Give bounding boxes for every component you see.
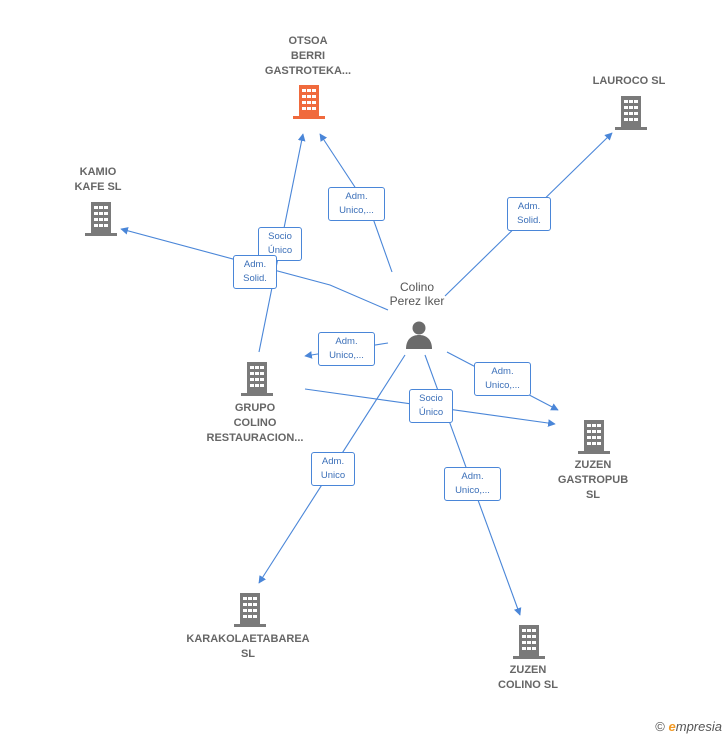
building-icon[interactable] (615, 96, 647, 130)
building-icon[interactable] (234, 593, 266, 627)
company-label-grupo-colino[interactable]: GRUPO COLINO RESTAURACION... (206, 402, 304, 444)
person-icon[interactable] (404, 319, 434, 349)
edge-label-adm-solid[interactable]: Adm. Solid. (233, 255, 277, 289)
empresia-logo-initial: e (668, 719, 676, 734)
edge-person-kamio (120, 227, 389, 311)
building-icon[interactable] (513, 625, 545, 659)
copyright-symbol: © (655, 719, 665, 734)
building-icon[interactable] (241, 362, 273, 396)
building-icon[interactable] (578, 420, 610, 454)
company-label-zuzen-gastropub[interactable]: ZUZEN GASTROPUB SL (557, 459, 629, 501)
edge-label-adm-unico[interactable]: Adm. Unico,... (444, 467, 501, 501)
building-icon[interactable] (85, 202, 117, 236)
company-label-lauroco[interactable]: LAUROCO SL (592, 75, 666, 87)
company-label-kamio[interactable]: KAMIO KAFE SL (74, 166, 122, 193)
edge-label-adm-unico[interactable]: Adm. Unico (311, 452, 355, 486)
building-icon[interactable] (293, 85, 325, 119)
copyright-notice[interactable]: © empresia (655, 719, 722, 734)
edge-label-socio-unico[interactable]: Socio Único (409, 389, 453, 423)
company-label-otsoa[interactable]: OTSOA BERRI GASTROTEKA... (264, 35, 352, 77)
edge-label-adm-unico[interactable]: Adm. Unico,... (328, 187, 385, 221)
company-label-karakolaetabarea[interactable]: KARAKOLAETABAREA SL (186, 633, 310, 660)
person-name[interactable]: Colino Perez Iker (389, 280, 445, 308)
edge-label-adm-solid[interactable]: Adm. Solid. (507, 197, 551, 231)
edge-label-adm-unico[interactable]: Adm. Unico,... (318, 332, 375, 366)
company-label-zuzen-colino[interactable]: ZUZEN COLINO SL (498, 664, 558, 691)
empresia-logo-text: mpresia (675, 719, 722, 734)
edge-label-adm-unico[interactable]: Adm. Unico,... (474, 362, 531, 396)
